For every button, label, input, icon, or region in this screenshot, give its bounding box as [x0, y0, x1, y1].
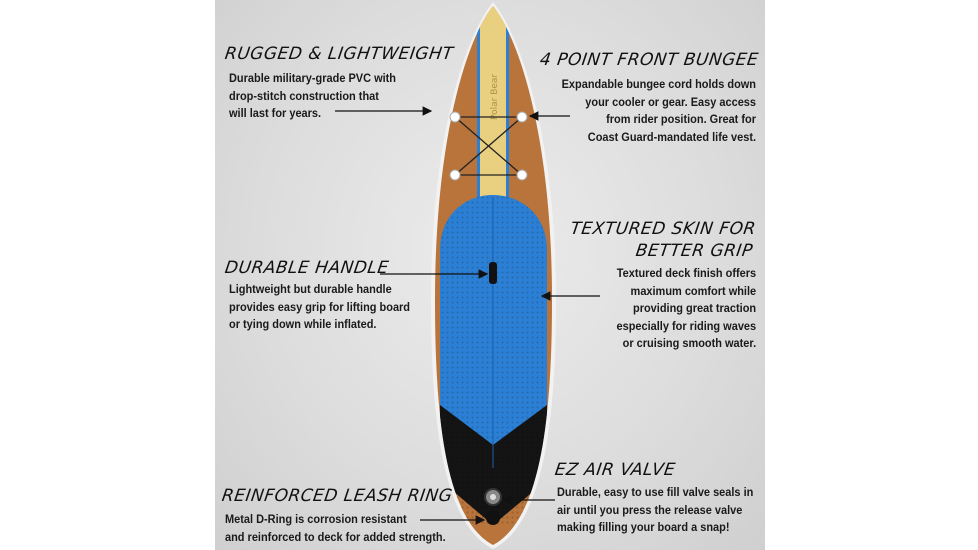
- desc-line: or tying down while inflated.: [229, 317, 377, 331]
- desc-line: Durable military-grade PVC with: [229, 71, 397, 85]
- feature-title-valve: EZ AIR VALVE: [553, 460, 677, 480]
- brand-logo: Polar Bear: [490, 74, 500, 120]
- feature-desc-valve: Durable, easy to use fill valve seals in…: [557, 484, 753, 537]
- desc-line: will last for years.: [229, 106, 322, 120]
- desc-line: providing great traction: [632, 301, 756, 315]
- feature-desc-textured: Textured deck finish offers maximum comf…: [616, 265, 756, 353]
- desc-line: especially for riding waves: [616, 318, 756, 333]
- desc-line: air until you press the release valve: [557, 502, 743, 517]
- carry-handle: [489, 262, 497, 284]
- desc-line: Textured deck finish offers: [616, 266, 756, 280]
- callout-arrows: [335, 106, 600, 525]
- feature-desc-rugged: Durable military-grade PVC with drop-sti…: [229, 70, 396, 123]
- desc-line: Coast Guard-mandated life vest.: [587, 129, 756, 144]
- feature-title-textured: TEXTURED SKIN FOR BETTER GRIP: [566, 218, 757, 262]
- feature-title-rugged: RUGGED & LIGHTWEIGHT: [223, 44, 455, 64]
- feature-title-leash: REINFORCED LEASH RING: [220, 486, 454, 506]
- desc-line: making filling your board a snap!: [557, 520, 730, 534]
- title-line: TEXTURED SKIN FOR: [568, 219, 757, 239]
- board-center-stripe: [480, 6, 506, 200]
- desc-line: maximum comfort while: [630, 283, 756, 298]
- desc-line: Durable, easy to use fill valve seals in: [557, 485, 754, 499]
- leash-ring: [486, 511, 500, 525]
- desc-line: Expandable bungee cord holds down: [561, 77, 756, 91]
- desc-line: Metal D-Ring is corrosion resistant: [225, 512, 407, 526]
- title-line: BETTER GRIP: [634, 241, 754, 261]
- desc-line: drop-stitch construction that: [229, 88, 379, 103]
- feature-desc-handle: Lightweight but durable handle provides …: [229, 281, 410, 334]
- bungee-d-rings: [449, 111, 528, 181]
- desc-line: provides easy grip for lifting board: [229, 299, 411, 314]
- desc-line: or cruising smooth water.: [622, 336, 756, 350]
- bungee-cords: [454, 116, 523, 176]
- desc-line: and reinforced to deck for added strengt…: [225, 529, 446, 544]
- desc-line: Lightweight but durable handle: [229, 282, 392, 296]
- feature-title-bungee: 4 POINT FRONT BUNGEE: [538, 50, 760, 70]
- feature-desc-bungee: Expandable bungee cord holds down your c…: [562, 76, 756, 146]
- feature-desc-leash: Metal D-Ring is corrosion resistant and …: [225, 511, 446, 546]
- feature-title-handle: DURABLE HANDLE: [223, 258, 391, 278]
- desc-line: your cooler or gear. Easy access: [585, 94, 756, 109]
- desc-line: from rider position. Great for: [606, 112, 756, 126]
